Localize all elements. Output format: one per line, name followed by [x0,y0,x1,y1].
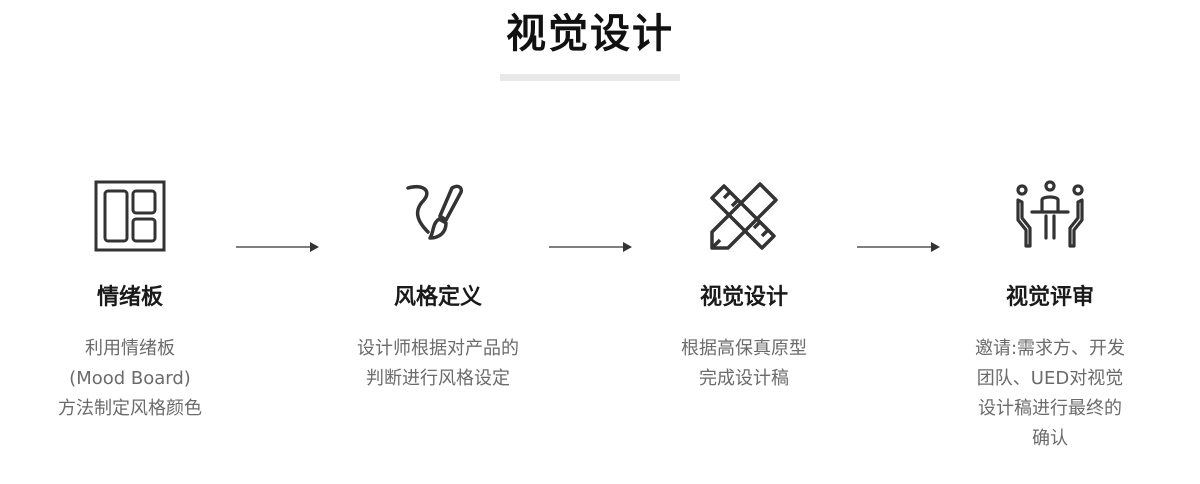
step-name: 风格定义 [393,285,482,310]
step-visual-design: 视觉设计 根据高保真原型 完成设计稿 [614,180,874,394]
arrow-right-icon [857,242,940,252]
pencil-ruler-icon [710,182,778,250]
desc-line: 根据高保真原型 [681,338,807,359]
desc-line: 团队、UED对视觉 [976,368,1124,389]
step-visual-review: 视觉评审 邀请:需求方、开发 团队、UED对视觉 设计稿进行最终的 确认 [920,180,1180,454]
page-title: 视觉设计 [506,11,674,57]
arrow-right-icon [236,242,319,252]
step-description: 利用情绪板 (Mood Board) 方法制定风格颜色 [0,334,260,424]
desc-line: 完成设计稿 [699,368,789,389]
desc-line: 设计稿进行最终的 [978,398,1122,419]
desc-line: 确认 [1032,428,1068,449]
step-mood-board: 情绪板 利用情绪板 (Mood Board) 方法制定风格颜色 [0,180,260,424]
step-description: 邀请:需求方、开发 团队、UED对视觉 设计稿进行最终的 确认 [920,334,1180,454]
title-underline [500,74,680,81]
desc-line: (Mood Board) [69,368,191,389]
desc-line: 设计师根据对产品的 [357,338,519,359]
paintbrush-icon [406,184,464,240]
step-name: 视觉设计 [699,285,788,310]
desc-line: 方法制定风格颜色 [58,398,202,419]
desc-line: 邀请:需求方、开发 [974,338,1126,359]
desc-line: 判断进行风格设定 [366,368,510,389]
desc-line: 利用情绪板 [85,338,175,359]
arrow-right-icon [549,242,632,252]
step-style-definition: 风格定义 设计师根据对产品的 判断进行风格设定 [308,180,568,394]
step-description: 根据高保真原型 完成设计稿 [614,334,874,394]
meeting-review-icon [1016,180,1084,248]
mood-board-icon [94,180,166,252]
step-description: 设计师根据对产品的 判断进行风格设定 [308,334,568,394]
step-name: 情绪板 [96,285,163,310]
step-name: 视觉评审 [1005,285,1094,310]
